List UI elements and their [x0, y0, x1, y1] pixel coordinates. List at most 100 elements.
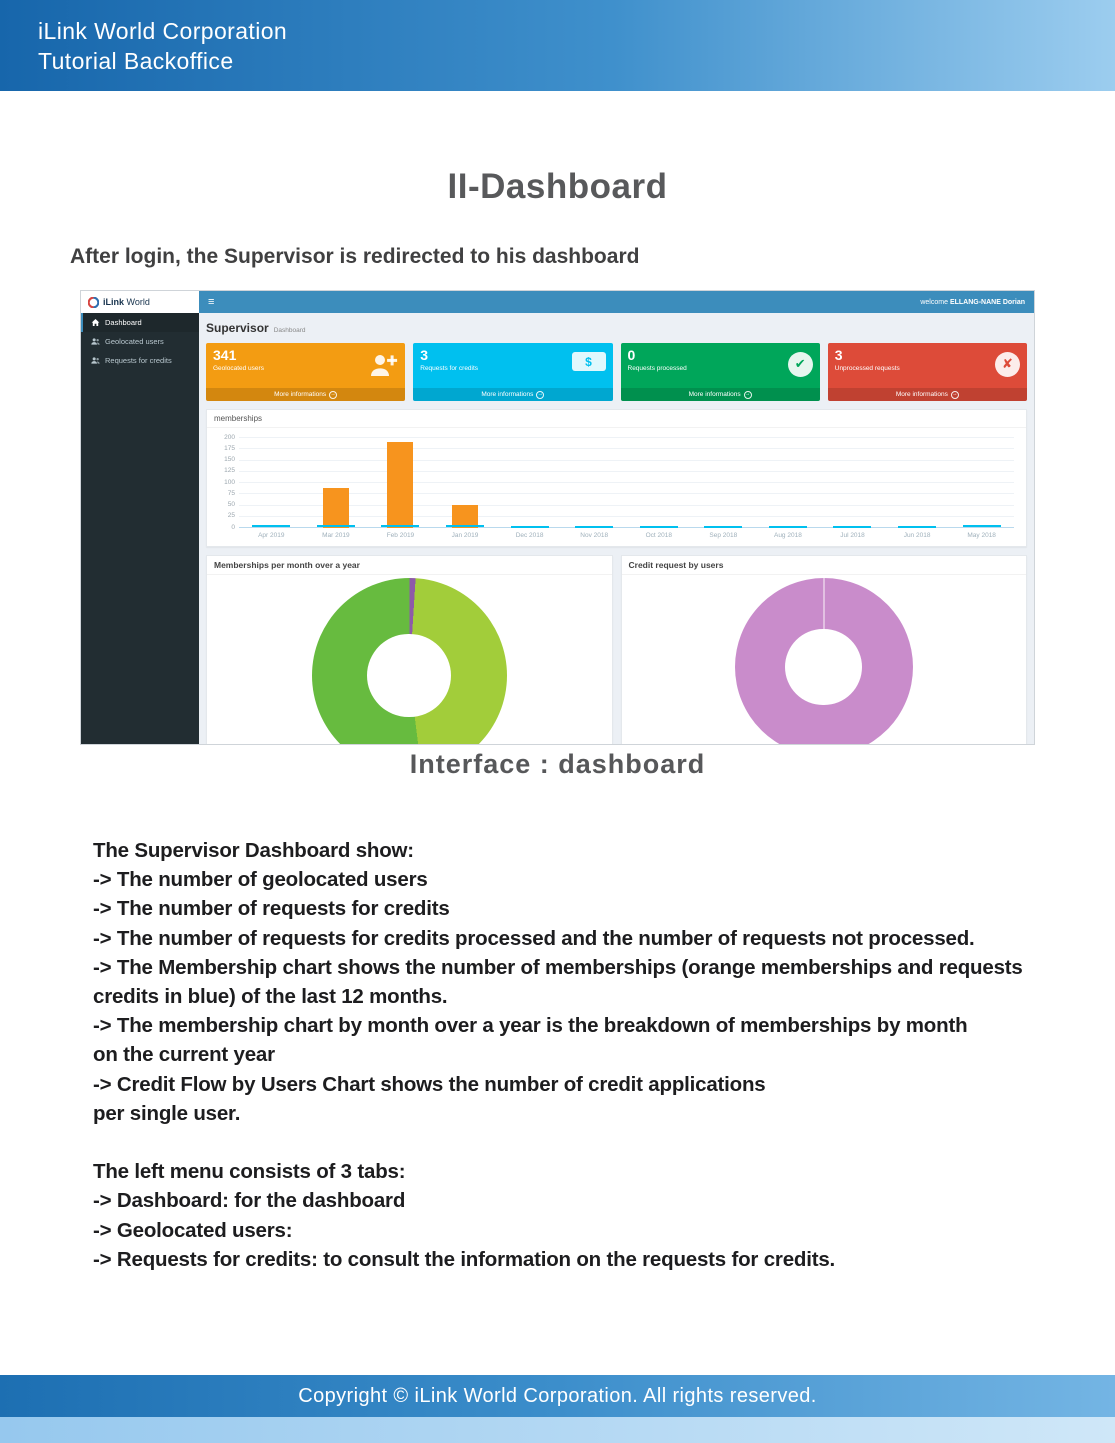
doc-body-line: The Supervisor Dashboard show:	[93, 839, 414, 862]
users-icon	[91, 337, 100, 346]
stat-value: 3	[834, 347, 843, 363]
donut-row: Memberships per month over a year Credit…	[206, 547, 1027, 744]
stat-card-body: 3 Requests for credits $	[413, 343, 612, 388]
dashboard-content: Supervisor Dashboard 341 Geolocated user…	[199, 313, 1034, 744]
arrow-circle-icon: →	[950, 390, 959, 399]
sidebar-item-geolocated-users[interactable]: Geolocated users	[81, 332, 199, 351]
doc-body-line: per single user.	[93, 1101, 241, 1125]
doc-body-line: The left menu consists of 3 tabs:	[93, 1160, 406, 1184]
arrow-circle-icon: →	[743, 390, 752, 399]
more-informations-link[interactable]: More informations →	[413, 388, 613, 401]
dollar-glyph: $	[585, 354, 592, 369]
page-title: Supervisor	[206, 321, 269, 335]
bar-column: Jul 2018	[820, 438, 885, 539]
doc-body-line: -> Geolocated users:	[93, 1218, 293, 1242]
welcome-text: welcome ELLANG-NANE Dorian	[920, 299, 1025, 306]
memberships-donut-chart	[311, 578, 507, 744]
sidebar-item-requests-for-credits[interactable]: Requests for credits	[81, 351, 199, 370]
doc-body-line: -> The number of requests for credits pr…	[93, 926, 975, 950]
bar-column: Oct 2018	[626, 438, 691, 539]
bar-column: Aug 2018	[756, 438, 821, 539]
app-navbar: ≡ welcome ELLANG-NANE Dorian	[199, 291, 1034, 313]
more-informations-link[interactable]: More informations →	[206, 388, 406, 401]
bar-column: Feb 2019	[368, 438, 433, 539]
sidebar-toggle-icon[interactable]: ≡	[208, 295, 215, 308]
bar-column: Sep 2018	[691, 438, 756, 539]
money-icon: $	[571, 352, 606, 371]
doc-body-line: -> The membership chart by month over a …	[93, 1014, 968, 1038]
doc-body: The Supervisor Dashboard show: -> The num…	[93, 836, 1053, 1274]
bar-column: Jan 2019	[433, 438, 498, 539]
brand-bold: iLink	[103, 297, 125, 307]
stat-cards: 341 Geolocated users More informations →…	[206, 343, 1027, 401]
bar-column: Nov 2018	[562, 438, 627, 539]
doc-body-line: -> Dashboard: for the dashboard	[93, 1189, 406, 1213]
sidebar: Dashboard Geolocated users Requests for …	[81, 313, 199, 744]
doc-title: II-Dashboard	[447, 167, 668, 206]
bar-column: Jun 2018	[885, 438, 950, 539]
stat-card-requests-processed: 0 Requests processed ✔ More informations…	[620, 343, 820, 401]
credit-request-donut-chart	[734, 578, 913, 744]
credit-request-panel: Credit request by users	[620, 555, 1027, 744]
credit-request-title: Credit request by users	[621, 556, 1026, 575]
arrow-circle-icon: →	[329, 390, 338, 399]
footer-light-band	[0, 1417, 1115, 1443]
doc-body-line: -> The Membership chart shows the number…	[93, 955, 1023, 979]
bar-column: Dec 2018	[497, 438, 562, 539]
doc-intro: After login, the Supervisor is redirecte…	[70, 245, 640, 268]
app-logo-icon	[88, 296, 99, 308]
stat-label: Unprocessed requests	[834, 365, 900, 372]
footer-copyright: Copyright © iLink World Corporation. All…	[0, 1375, 1115, 1417]
welcome-user: ELLANG-NANE Dorian	[949, 298, 1025, 306]
sidebar-item-dashboard[interactable]: Dashboard	[81, 313, 199, 332]
more-informations-label: More informations	[274, 391, 327, 398]
page-heading: Supervisor Dashboard	[206, 321, 1027, 335]
stat-value: 0	[627, 347, 636, 363]
stat-label: Requests processed	[627, 365, 687, 372]
check-circle-icon: ✔	[787, 352, 813, 377]
more-informations-label: More informations	[688, 391, 741, 398]
doc-body-line: credits in blue) of the last 12 months.	[93, 985, 448, 1009]
sidebar-item-label: Requests for credits	[105, 356, 172, 365]
breadcrumb: Dashboard	[273, 327, 306, 334]
stat-card-unprocessed-requests: 3 Unprocessed requests ✘ More informatio…	[827, 343, 1027, 401]
brand-rest: World	[124, 297, 150, 307]
donut-wrap	[207, 575, 612, 744]
doc-header-line2: Tutorial Backoffice	[38, 48, 234, 74]
users-icon	[91, 356, 100, 365]
close-circle-icon: ✘	[995, 352, 1020, 377]
doc-body-line: -> The number of requests for credits	[93, 897, 450, 921]
stat-label: Geolocated users	[213, 365, 264, 372]
app-logo[interactable]: iLink World	[81, 291, 199, 313]
bar-column: Apr 2019	[239, 438, 304, 539]
doc-body-line	[93, 1128, 1053, 1157]
doc-header-line1: iLink World Corporation	[38, 18, 288, 44]
doc-body-line: -> The number of geolocated users	[93, 868, 428, 892]
sidebar-item-label: Dashboard	[105, 318, 142, 327]
doc-body-line: -> Credit Flow by Users Chart shows the …	[93, 1072, 766, 1096]
stat-card-body: 3 Unprocessed requests ✘	[828, 343, 1027, 388]
user-plus-icon	[368, 352, 398, 382]
sidebar-item-label: Geolocated users	[105, 337, 164, 346]
doc-caption: Interface : dashboard	[409, 749, 706, 779]
stat-card-body: 0 Requests processed ✔	[621, 343, 820, 388]
welcome-prefix: welcome	[920, 298, 950, 306]
check-glyph: ✔	[794, 357, 806, 372]
dashboard-icon	[91, 318, 100, 327]
stat-card-body: 341 Geolocated users	[206, 343, 405, 388]
more-informations-link[interactable]: More informations →	[827, 388, 1027, 401]
arrow-circle-icon: →	[536, 390, 545, 399]
doc-footer: Copyright © iLink World Corporation. All…	[0, 1375, 1115, 1443]
slice-seam	[823, 578, 825, 630]
bar-column: May 2018	[949, 438, 1014, 539]
bar-column: Mar 2019	[304, 438, 369, 539]
dashboard-screenshot: iLink World ≡ welcome ELLANG-NANE Dorian…	[80, 290, 1035, 745]
stat-card-geolocated-users: 341 Geolocated users More informations →	[206, 343, 406, 401]
app-logo-text: iLink World	[103, 297, 150, 307]
more-informations-link[interactable]: More informations →	[620, 388, 820, 401]
doc-header: iLink World Corporation Tutorial Backoff…	[0, 0, 1115, 91]
more-informations-label: More informations	[481, 391, 534, 398]
